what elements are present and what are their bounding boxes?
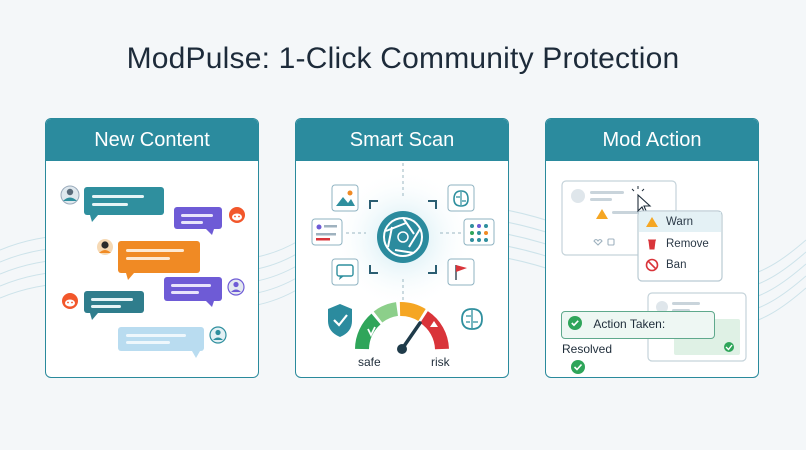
grid-dots-icon [463,218,495,246]
check-icon [562,312,582,337]
reddit-icon [62,293,78,309]
risk-gauge [355,302,449,354]
user-avatar [227,278,245,296]
brain-icon [461,308,483,330]
panel-new-content: New Content [45,118,259,378]
chat-feed [46,161,258,377]
status-text: Action Taken: Resolved [562,317,666,356]
user-avatar [60,185,80,205]
panel-heading: New Content [46,119,258,161]
menu-item-remove[interactable]: Remove [666,238,709,250]
image-icon [331,184,359,212]
scan-visual: safe risk [296,161,508,377]
user-avatar [97,239,113,255]
panel-heading: Mod Action [546,119,758,161]
chat-icon [331,258,359,286]
menu-item-ban[interactable]: Ban [666,259,687,271]
mod-action-visual: Warn Remove Ban [546,161,758,377]
check-icon [571,360,585,374]
shield-check-icon [328,304,352,337]
flag-icon [447,258,475,286]
message-bubble [174,207,222,235]
message-bubble [118,241,200,280]
action-menu [637,210,723,282]
menu-item-warn[interactable]: Warn [666,216,694,228]
profile-card-icon [311,218,343,246]
gauge-risk-label: risk [431,355,450,369]
message-bubble [84,291,144,320]
message-bubble [164,277,222,307]
reddit-icon [229,207,245,223]
brain-icon [447,184,475,212]
panel-heading: Smart Scan [296,119,508,161]
status-badge-resolved: Action Taken: Resolved [561,311,715,356]
page-title: ModPulse: 1-Click Community Protection [126,42,680,75]
message-bubble [118,327,204,358]
panel-smart-scan: Smart Scan [295,118,509,378]
gauge-safe-label: safe [358,355,381,369]
scan-frame [369,200,437,274]
message-bubble [84,187,164,222]
aperture-icon [377,211,429,263]
user-avatar [209,326,227,344]
